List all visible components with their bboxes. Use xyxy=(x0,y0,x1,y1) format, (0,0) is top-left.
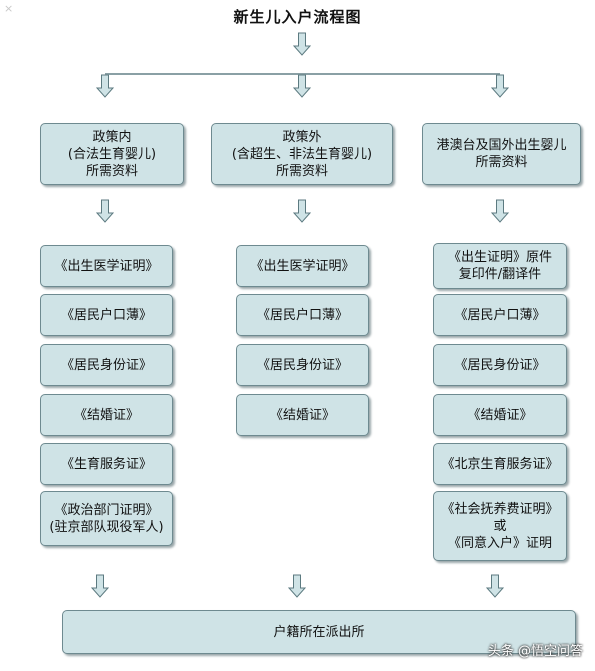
col3-item-social-support-fee-cert: 《社会抚养费证明》 或 《同意入户》证明 xyxy=(433,491,567,561)
diagram-title: 新生儿入户流程图 xyxy=(233,8,362,26)
col2-item-1-text: 《出生医学证明》 xyxy=(250,258,355,274)
arrow-category-3-down xyxy=(491,199,509,223)
col3-item-1-line-1: 《出生证明》原件 xyxy=(447,250,552,265)
col1-item-household-book: 《居民户口薄》 xyxy=(40,294,173,336)
col1-item-political-dept-cert: 《政治部门证明》 (驻京部队现役军人) xyxy=(40,491,173,546)
col2-item-4-text: 《结婚证》 xyxy=(269,407,335,423)
final-box-text: 户籍所在派出所 xyxy=(273,624,365,640)
category-3-line-2: 所需资料 xyxy=(475,155,528,170)
col2-item-marriage-cert: 《结婚证》 xyxy=(236,394,369,436)
col1-item-6-line-1: 《政治部门证明》 xyxy=(54,502,159,518)
col2-item-household-book: 《居民户口薄》 xyxy=(236,294,369,336)
col1-item-2-text: 《居民户口薄》 xyxy=(60,307,152,323)
arrow-col3-to-final xyxy=(486,574,504,598)
col1-item-1-text: 《出生医学证明》 xyxy=(54,258,159,274)
col1-item-marriage-cert: 《结婚证》 xyxy=(40,394,173,436)
category-2-line-3: 所需资料 xyxy=(275,163,328,179)
col2-item-id-card: 《居民身份证》 xyxy=(236,344,369,386)
col3-item-5-text: 《北京生育服务证》 xyxy=(441,456,559,472)
col2-item-3-text: 《居民身份证》 xyxy=(256,357,348,373)
category-box-in-policy: 政策内 (合法生育婴儿) 所需资料 xyxy=(40,123,184,185)
watermark: 头条 @悟空问答 xyxy=(487,644,583,659)
col3-item-beijing-birth-service-cert: 《北京生育服务证》 xyxy=(433,443,567,485)
col3-item-3-text: 《居民身份证》 xyxy=(454,357,546,373)
col3-item-id-card: 《居民身份证》 xyxy=(433,344,567,386)
col1-item-birth-cert: 《出生医学证明》 xyxy=(40,245,173,287)
category-box-out-policy: 政策外 (含超生、非法生育婴儿) 所需资料 xyxy=(211,123,393,185)
arrow-category-2-down xyxy=(293,199,311,223)
arrow-title-down xyxy=(293,32,311,56)
col3-item-household-book: 《居民户口薄》 xyxy=(433,294,567,336)
col1-item-4-text: 《结婚证》 xyxy=(73,407,139,423)
col3-item-marriage-cert: 《结婚证》 xyxy=(433,394,567,436)
category-1-line-1: 政策内 xyxy=(92,129,132,145)
col3-item-1-line-2: 复印件/翻译件 xyxy=(458,267,542,282)
col1-item-birth-service-cert: 《生育服务证》 xyxy=(40,443,173,485)
arrow-to-category-2 xyxy=(293,74,311,98)
col2-item-2-text: 《居民户口薄》 xyxy=(256,307,348,323)
col2-item-birth-cert: 《出生医学证明》 xyxy=(236,245,369,287)
category-1-line-3: 所需资料 xyxy=(85,163,138,179)
final-box-police-station: 户籍所在派出所 xyxy=(62,610,576,654)
arrow-to-category-1 xyxy=(96,74,114,98)
col1-item-id-card: 《居民身份证》 xyxy=(40,344,173,386)
arrow-col2-to-final xyxy=(288,574,306,598)
col3-item-6-line-1: 《社会抚养费证明》 xyxy=(441,501,559,517)
arrow-category-1-down xyxy=(96,199,114,223)
col3-item-2-text: 《居民户口薄》 xyxy=(454,307,546,323)
corner-mark: × xyxy=(4,2,14,15)
category-2-line-2: (含超生、非法生育婴儿) xyxy=(231,146,373,162)
col1-item-5-text: 《生育服务证》 xyxy=(60,456,152,472)
col3-item-6-line-3: 《同意入户》证明 xyxy=(447,535,552,551)
col3-item-birth-cert-original: 《出生证明》原件 复印件/翻译件 xyxy=(433,243,567,289)
category-box-overseas: 港澳台及国外出生婴儿 所需资料 xyxy=(422,123,581,185)
col3-item-4-text: 《结婚证》 xyxy=(467,407,533,423)
category-1-line-2: (合法生育婴儿) xyxy=(67,146,157,162)
col1-item-6-line-2: (驻京部队现役军人) xyxy=(49,519,164,535)
col3-item-6-line-2: 或 xyxy=(493,518,507,534)
category-3-line-1: 港澳台及国外出生婴儿 xyxy=(436,138,567,153)
arrow-col1-to-final xyxy=(91,574,109,598)
col1-item-3-text: 《居民身份证》 xyxy=(60,357,152,373)
arrow-to-category-3 xyxy=(491,74,509,98)
category-2-line-1: 政策外 xyxy=(282,129,322,145)
